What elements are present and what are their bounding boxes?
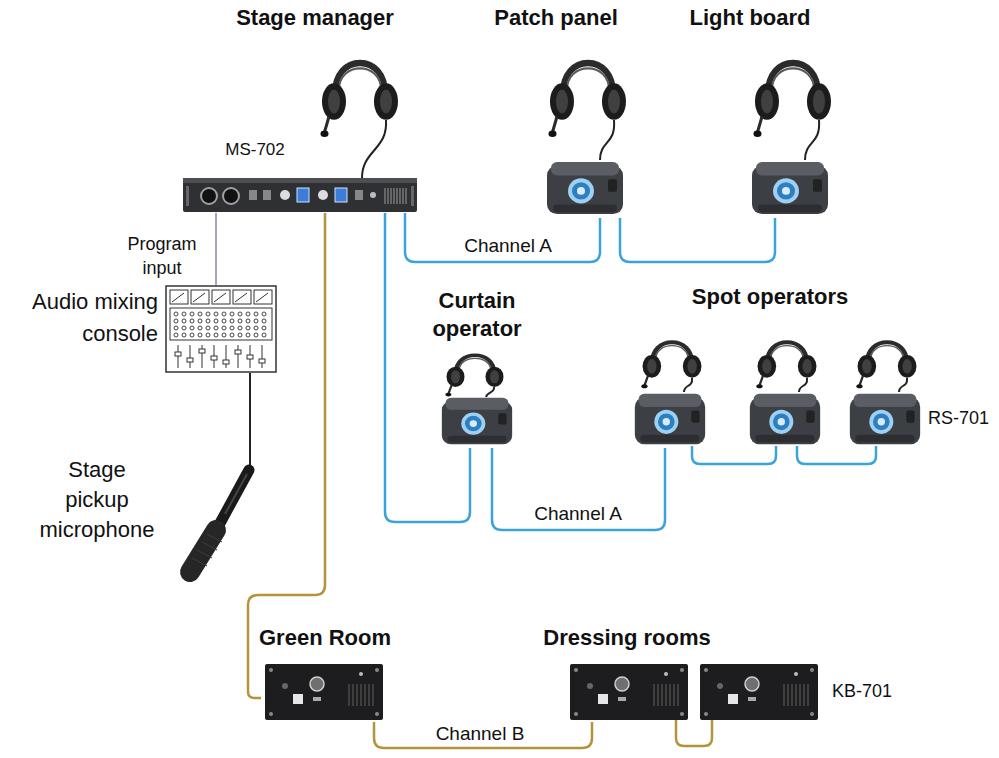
channel-label: Channel A [531, 503, 625, 526]
cable-connector [374, 722, 592, 748]
cable-connector [492, 448, 665, 530]
mixing-console: Audio mixing console [165, 285, 277, 373]
station-heading: Stage manager [236, 5, 394, 31]
channel-label: Channel B [433, 723, 528, 746]
cable-connector [215, 213, 217, 285]
station-heading: Spot operators [692, 284, 848, 310]
cable-connector [385, 213, 470, 522]
beltpack-station: Light board [745, 45, 835, 218]
wall-speaker-station: Green Room [261, 662, 389, 722]
cable-connector [620, 218, 775, 262]
model-number: KB-701 [832, 681, 892, 703]
station-heading: Dressing rooms [543, 625, 711, 651]
station-heading: Green Room [259, 625, 391, 651]
beltpack-group: Spot operators [625, 330, 925, 448]
station-heading: Patch panel [494, 5, 617, 31]
station-heading: Stage pickup microphone [40, 455, 155, 545]
channel-label: Channel A [461, 235, 555, 258]
station-heading: Curtain operator [432, 287, 521, 343]
beltpack-station: Patch panel [540, 45, 630, 218]
model-number: RS-701 [928, 408, 989, 430]
beltpack-station: Curtain operator [435, 345, 519, 448]
microphone: Stage pickup microphone [170, 452, 260, 587]
channel-label: Program input [124, 232, 199, 280]
wall-speaker-group: Dressing rooms [565, 662, 823, 722]
station-heading: Audio mixing console [8, 286, 158, 350]
cable-connector [249, 373, 251, 452]
cable-connector [405, 213, 600, 262]
station-heading: Light board [690, 5, 811, 31]
master-station: Stage managerMS-702 [183, 45, 419, 213]
model-name: MS-702 [225, 140, 285, 160]
